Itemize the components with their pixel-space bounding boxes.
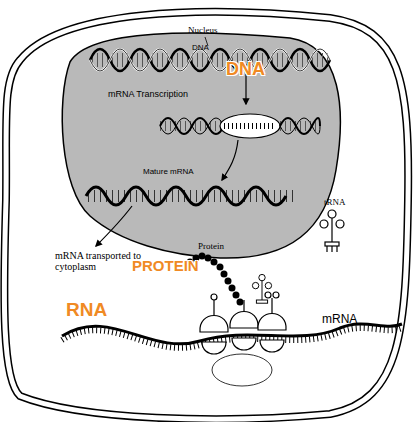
- highlight-label: DNA: [226, 60, 265, 80]
- cell-outline: [4, 12, 408, 419]
- part-label: DNA: [192, 44, 209, 53]
- process-label: Mature mRNA: [143, 168, 194, 177]
- cell-outline: [4, 12, 408, 419]
- highlight-label: PROTEIN: [132, 258, 199, 275]
- part-label: mRNA: [322, 313, 357, 326]
- part-label: Protein: [198, 242, 224, 252]
- process-label: mRNA Transcription: [108, 90, 188, 100]
- part-label: Nucleus: [188, 26, 218, 36]
- highlight-label: RNA: [66, 300, 107, 321]
- part-label: tRNA: [324, 198, 346, 208]
- nucleus-shape: [62, 33, 340, 258]
